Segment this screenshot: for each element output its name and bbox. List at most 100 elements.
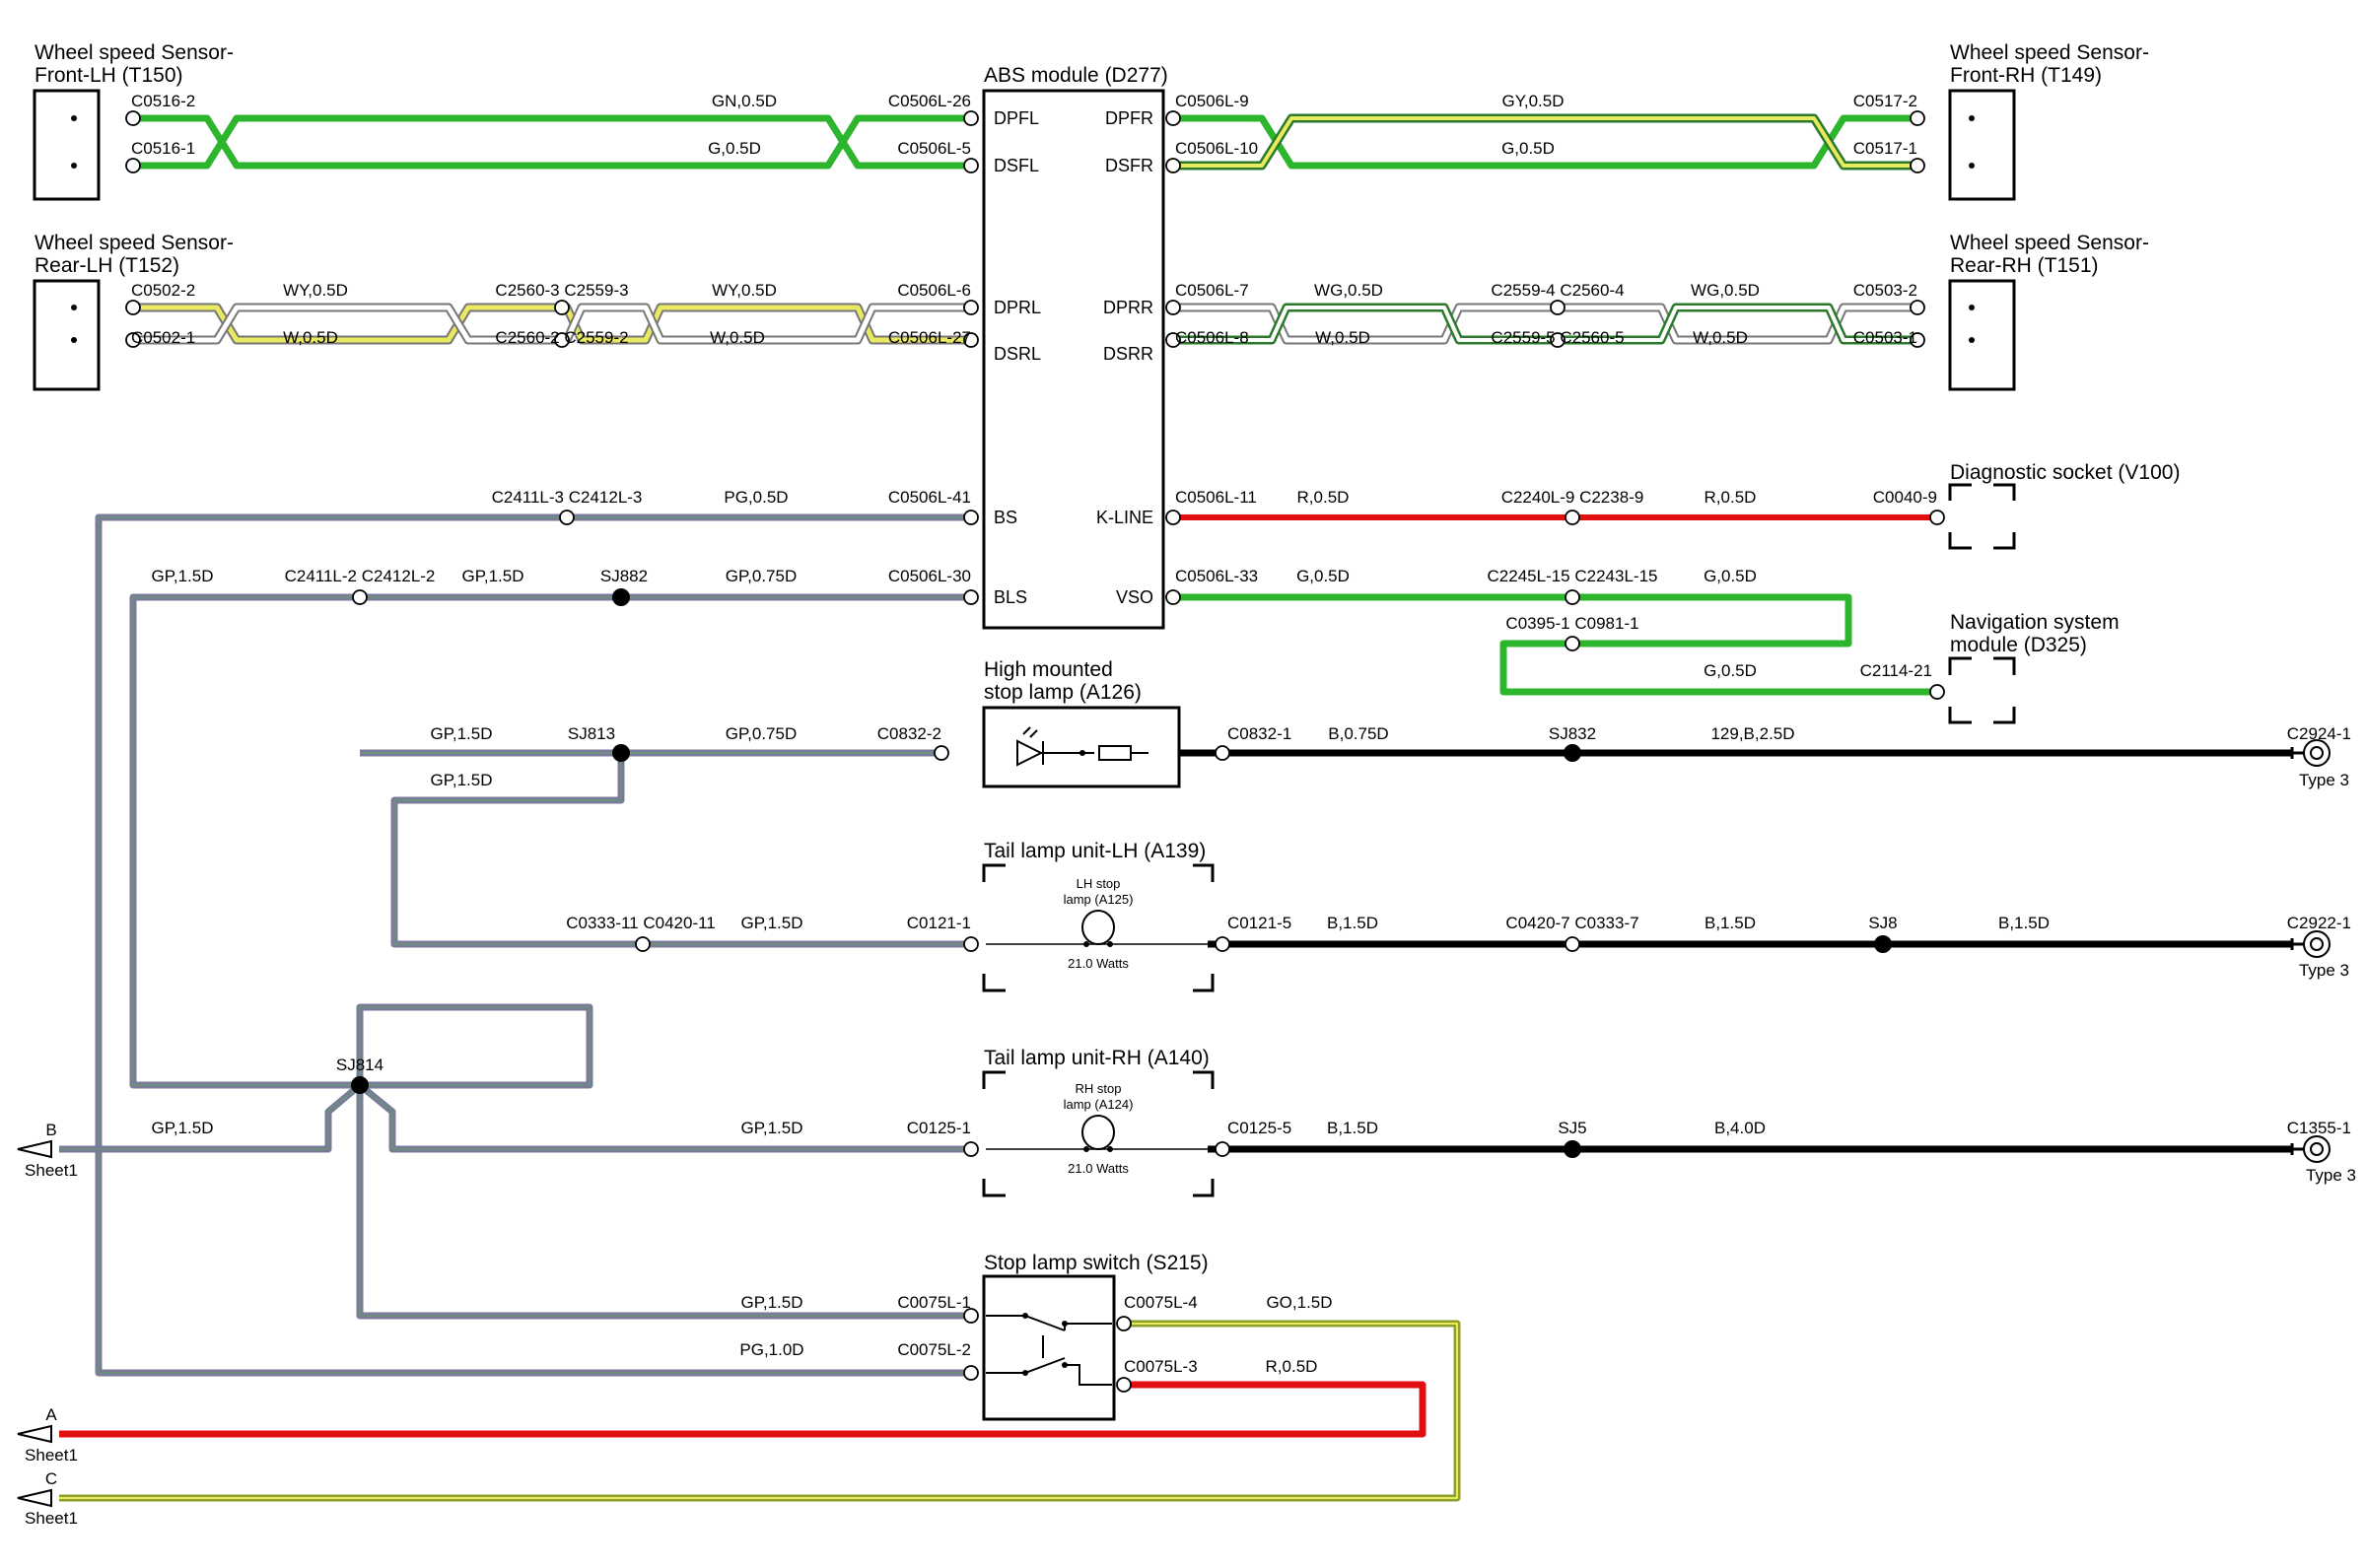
sheet-ref-sheet: Sheet1	[25, 1446, 78, 1465]
sheet-ref-letter: B	[45, 1121, 56, 1139]
wire-sj814	[59, 1081, 976, 1153]
tail-lh-lamp-line2: lamp (A125)	[1064, 892, 1134, 907]
hmsl-title: High mounted	[984, 658, 1113, 681]
tail-rh-box	[982, 1070, 1215, 1197]
connector-label: C0506L-41	[888, 488, 971, 507]
sensor-front-lh-box	[33, 89, 101, 201]
wire-label: WG,0.5D	[1314, 281, 1383, 300]
ground-terminal-stem	[2290, 747, 2304, 1155]
sheet-ref-sheet: Sheet1	[25, 1509, 78, 1528]
connector-label: C0506L-5	[897, 139, 971, 158]
wire-label: GP,1.5D	[151, 1119, 213, 1137]
abs-module-title: ABS module (D277)	[984, 64, 1168, 87]
wire-label: GP,1.5D	[430, 724, 492, 743]
connector-label: C0832-1	[1227, 724, 1291, 743]
ground-type-label: Type 3	[2306, 1166, 2356, 1185]
connector-label: C0075L-3	[1124, 1357, 1198, 1376]
tail-rh-lamp-line1: RH stop	[1076, 1081, 1122, 1096]
connector-label: C2559-4 C2560-4	[1491, 281, 1624, 300]
wire-label: G,0.5D	[1704, 567, 1757, 585]
connector-label: C0420-7 C0333-7	[1505, 914, 1638, 932]
connector-label: C0502-1	[131, 328, 195, 347]
nav-module-subtitle: module (D325)	[1950, 634, 2087, 656]
wire-label: W,0.5D	[1315, 328, 1370, 347]
wire-label: GP,1.5D	[461, 567, 523, 585]
hmsl-subtitle: stop lamp (A126)	[984, 681, 1142, 704]
connector-label: C0506L-33	[1175, 567, 1258, 585]
abs-pin-dpfl: DPFL	[994, 108, 1039, 128]
connector-label: C0517-1	[1853, 139, 1917, 158]
tail-lh-watts: 21.0 Watts	[1068, 956, 1129, 971]
sensor-rear-lh-box	[33, 279, 101, 391]
abs-pin-bls: BLS	[994, 587, 1027, 607]
wire-label: 129,B,2.5D	[1710, 724, 1794, 743]
sensor-pin-dots	[71, 115, 1975, 343]
wire-label: B,1.5D	[1327, 914, 1378, 932]
wire-label: GY,0.5D	[1501, 92, 1564, 110]
connector-label: C2922-1	[2287, 914, 2351, 932]
tail-lh-lamp-line1: LH stop	[1077, 876, 1121, 891]
splice-label: SJ882	[600, 567, 648, 585]
connector-label: C2560-3 C2559-3	[495, 281, 628, 300]
abs-pin-dsfl: DSFL	[994, 156, 1039, 175]
wire-front-rh	[1168, 113, 1917, 170]
wire-label: PG,1.0D	[739, 1340, 803, 1359]
sensor-front-lh-title: Wheel speed Sensor-	[35, 41, 234, 64]
wire-label: PG,0.5D	[724, 488, 788, 507]
abs-pin-vso: VSO	[1116, 587, 1153, 607]
connector-icons	[125, 110, 1945, 1393]
splice-sj882	[612, 588, 630, 606]
wire-label: R,0.5D	[1266, 1357, 1318, 1376]
wire-label: G,0.5D	[1296, 567, 1350, 585]
tail-rh-watts: 21.0 Watts	[1068, 1161, 1129, 1176]
diag-socket-box	[1948, 483, 2016, 550]
connector-label: C0506L-10	[1175, 139, 1258, 158]
nav-module-box	[1948, 656, 2016, 724]
wire-label: R,0.5D	[1297, 488, 1350, 507]
splice-label: SJ832	[1549, 724, 1596, 743]
wire-label: GP,1.5D	[740, 1293, 802, 1312]
splice-sj832	[1564, 744, 1581, 762]
stop-switch-box	[982, 1274, 1116, 1421]
splice-label: SJ813	[568, 724, 615, 743]
wire-bs-pg	[95, 513, 976, 1377]
sensor-front-rh-title: Wheel speed Sensor-	[1950, 41, 2149, 64]
connector-label: C0333-11 C0420-11	[566, 914, 716, 932]
connector-label: C2924-1	[2287, 724, 2351, 743]
tail-lh-box	[982, 863, 1215, 992]
connector-label: C2240L-9 C2238-9	[1501, 488, 1644, 507]
ground-terminal-icon	[2303, 739, 2331, 1163]
wire-label: R,0.5D	[1705, 488, 1757, 507]
wire-label: GP,1.5D	[740, 914, 802, 932]
connector-label: C0506L-8	[1175, 328, 1249, 347]
splice-label: SJ8	[1868, 914, 1897, 932]
connector-label: C0502-2	[131, 281, 195, 300]
wire-label: GN,0.5D	[712, 92, 777, 110]
splice-sj5	[1564, 1140, 1581, 1158]
wire-label: GP,0.75D	[726, 724, 797, 743]
connector-label: C0506L-26	[888, 92, 971, 110]
sensor-rear-rh-title: Wheel speed Sensor-	[1950, 232, 2149, 254]
connector-label: C1355-1	[2287, 1119, 2351, 1137]
wire-rear-lh	[138, 303, 976, 345]
sheet-ref-sheet: Sheet1	[25, 1161, 78, 1180]
wire-label: GO,1.5D	[1266, 1293, 1332, 1312]
connector-label: C0506L-9	[1175, 92, 1249, 110]
abs-module-box	[982, 89, 1165, 630]
tail-lh-title: Tail lamp unit-LH (A139)	[984, 840, 1206, 862]
connector-label: C0121-1	[907, 914, 971, 932]
tail-rh-lamp-line2: lamp (A124)	[1064, 1097, 1134, 1112]
abs-pin-dsrl: DSRL	[994, 344, 1041, 364]
wire-label: B,4.0D	[1714, 1119, 1766, 1137]
abs-pin-kline: K-LINE	[1096, 508, 1153, 527]
splice-sj814	[351, 1076, 369, 1094]
connector-label: C0506L-11	[1175, 488, 1257, 507]
sensor-rear-lh-title: Wheel speed Sensor-	[35, 232, 234, 254]
connector-label: C0516-2	[131, 92, 195, 110]
nav-module-title: Navigation system	[1950, 611, 2120, 634]
sensor-front-rh-subtitle: Front-RH (T149)	[1950, 64, 2102, 87]
connector-label: C0506L-27	[888, 328, 971, 347]
wire-label: GP,1.5D	[151, 567, 213, 585]
wire-front-lh	[138, 114, 976, 170]
splice-label: SJ5	[1558, 1119, 1586, 1137]
